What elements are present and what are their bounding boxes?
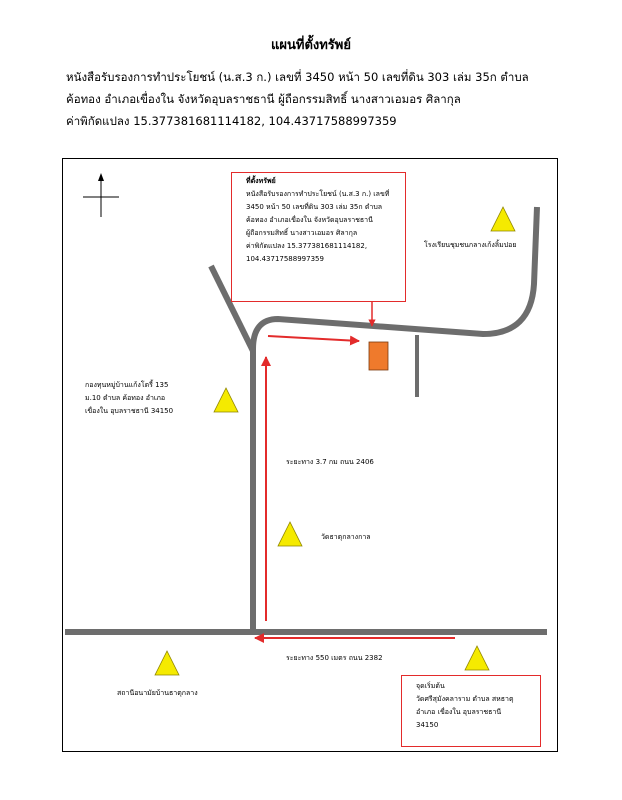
description-line: หนังสือรับรองการทำประโยชน์ (น.ส.3 ก.) เล… [66, 70, 529, 84]
village-office-triangle-icon [213, 387, 239, 413]
start-point-box: จุดเริ่มต้น วัดศรีสุมังคลาราม ตำบล สหธาต… [401, 675, 541, 747]
distance-2406-label: ระยะทาง 3.7 กม ถนน 2406 [286, 458, 374, 466]
property-box-line: ค่าพิกัดแปลง 15.377381681114182, [246, 242, 368, 250]
village-office-line: ม.10 ตำบล ค้อทอง อำเภอ [85, 394, 166, 402]
village-office-line: เขื่องใน อุบลราชธานี 34150 [85, 407, 174, 415]
description-line: ค่าพิกัดแปลง 15.377381681114182, 104.437… [66, 114, 397, 128]
health-station-label: สถานีอนามัยบ้านธาตุกลาง [117, 689, 198, 697]
health-station-triangle-icon [154, 650, 180, 676]
start-box-line: 34150 [416, 721, 439, 729]
page-title: แผนที่ตั้งทรัพย์ [271, 38, 351, 53]
school-label: โรงเรียนชุมชนกลางเก้งลิ้มปอย [424, 241, 517, 249]
property-location-box: ที่ตั้งทรัพย์ หนังสือรับรองการทำประโยชน์… [231, 172, 406, 302]
property-box-line: 3450 หน้า 50 เลขที่ดิน 303 เล่ม 35ก ตำบล [246, 203, 383, 211]
start-point-triangle-icon [464, 645, 490, 671]
temple-triangle-icon [277, 521, 303, 547]
property-box-line: ผู้ถือกรรมสิทธิ์ นางสาวเอมอร ศิลากุล [246, 229, 358, 237]
property-box-heading: ที่ตั้งทรัพย์ [246, 177, 276, 185]
property-box-line: ค้อทอง อำเภอเขื่องใน จังหวัดอุบลราชธานี [246, 216, 373, 224]
distance-2382-label: ระยะทาง 550 เมตร ถนน 2382 [286, 654, 383, 662]
north-compass-icon [83, 173, 119, 217]
property-box-line: 104.43717588997359 [246, 255, 324, 263]
road-branch-northwest [208, 264, 256, 353]
description-line: ค้อทอง อำเภอเขื่องใน จังหวัดอุบลราชธานี … [66, 92, 461, 106]
location-map: ที่ตั้งทรัพย์ หนังสือรับรองการทำประโยชน์… [62, 158, 558, 752]
route-arrow-to-property [267, 335, 360, 346]
property-description: หนังสือรับรองการทำประโยชน์ (น.ส.3 ก.) เล… [66, 66, 566, 132]
property-marker [368, 341, 389, 371]
school-triangle-icon [490, 206, 516, 232]
temple-label: วัดธาตุกลางกาล [321, 533, 371, 541]
start-box-line: วัดศรีสุมังคลาราม ตำบล สหธาตุ [416, 695, 514, 703]
start-box-heading: จุดเริ่มต้น [416, 682, 445, 690]
property-box-line: หนังสือรับรองการทำประโยชน์ (น.ส.3 ก.) เล… [246, 190, 390, 198]
village-office-label: กองทุนหมู่บ้านแก้งโตรี้ 135 ม.10 ตำบล ค้… [85, 379, 173, 418]
village-office-line: กองทุนหมู่บ้านแก้งโตรี้ 135 [85, 381, 169, 389]
road-2406 [250, 206, 540, 629]
map-drawing [65, 173, 547, 676]
start-box-line: อำเภอ เขื่องใน อุบลราชธานี [416, 708, 502, 716]
